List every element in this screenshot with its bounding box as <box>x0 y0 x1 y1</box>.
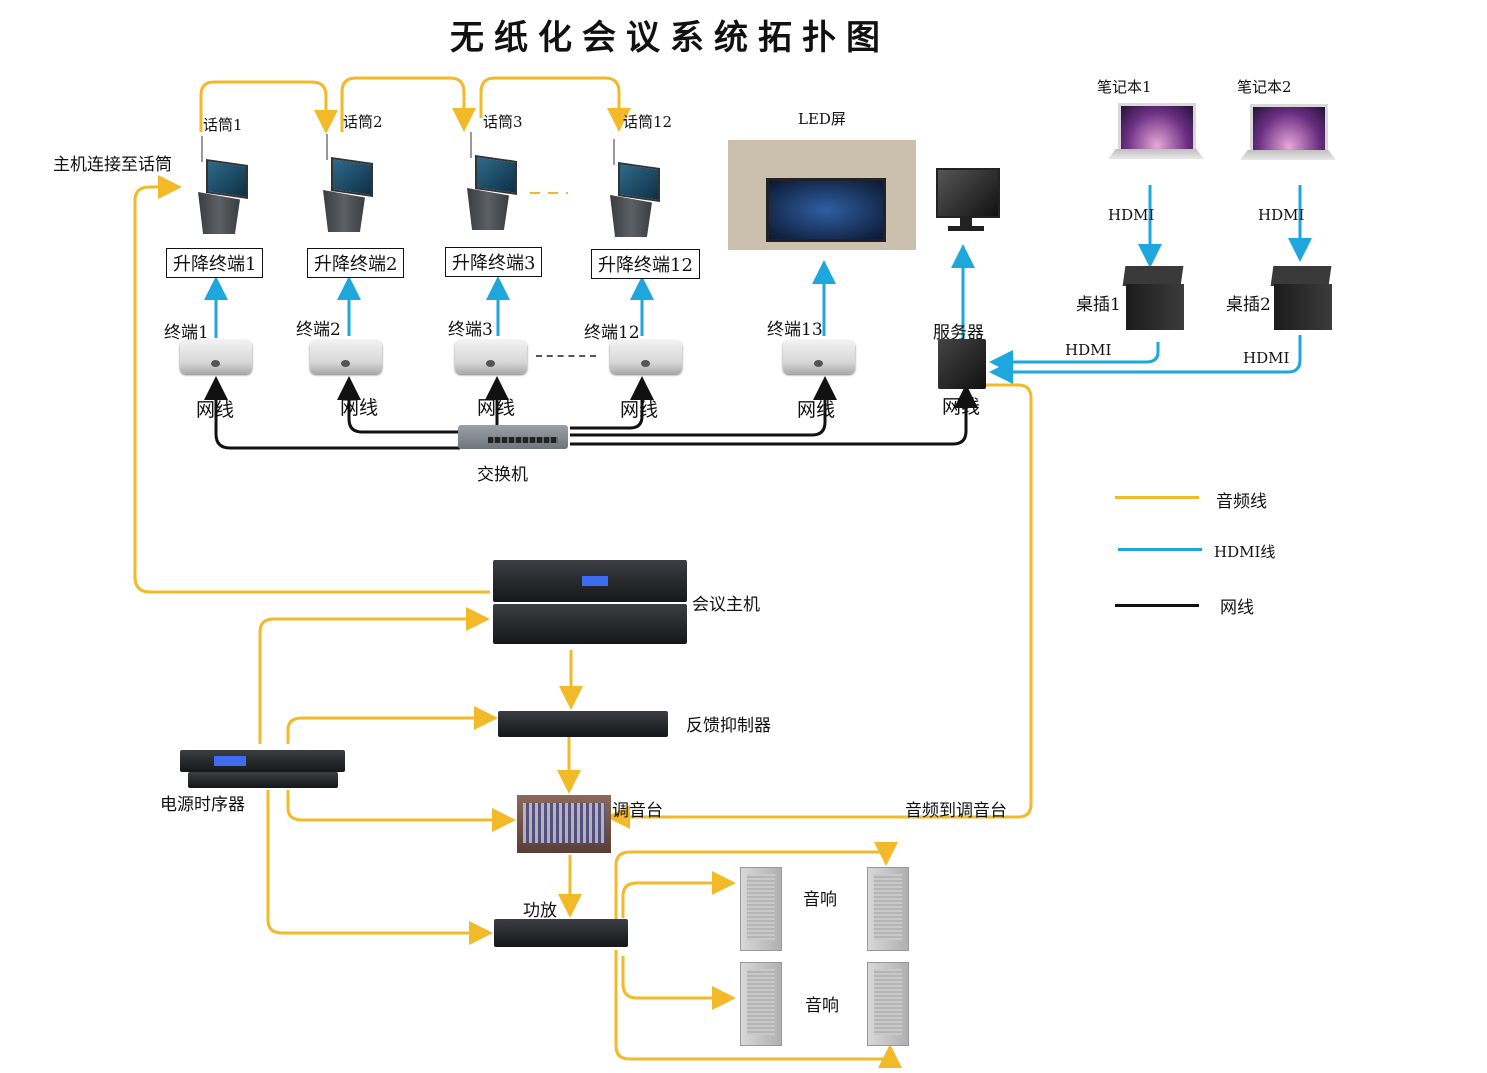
terminal-device-3[interactable] <box>455 340 527 374</box>
net-wire-t13 <box>570 376 837 437</box>
terminal-label-12: 终端12 <box>584 323 640 343</box>
speaker-top-right[interactable] <box>867 867 909 951</box>
audio-wire-seq-to-suppressor <box>286 706 498 744</box>
lift-terminal-device-12[interactable] <box>608 139 660 237</box>
feedback-suppressor-device[interactable] <box>498 711 668 737</box>
terminal-label-1: 终端1 <box>164 323 209 343</box>
network-switch-device[interactable] <box>458 425 568 449</box>
hdmi-label-laptop1: HDMI <box>1108 206 1155 224</box>
desk-socket-device-2[interactable] <box>1270 266 1334 332</box>
lift-terminal-label-1: 升降终端1 <box>166 248 264 278</box>
audio-wire-seq-to-host <box>258 607 490 744</box>
hdmi-wire-socket1-server <box>989 342 1160 374</box>
audio-wire-mic2-mic3 <box>340 76 476 132</box>
terminal-label-3: 终端3 <box>448 320 493 340</box>
legend-hdmi-label: HDMI线 <box>1214 543 1276 561</box>
led-screen-image <box>728 140 916 250</box>
speaker-bottom-right[interactable] <box>867 962 909 1046</box>
power-sequencer-label: 电源时序器 <box>160 795 245 815</box>
net-label-12: 网线 <box>620 399 659 421</box>
laptop-label-2: 笔记本2 <box>1237 78 1292 96</box>
audio-wire-amp-to-spk-top-near <box>621 871 736 918</box>
conference-host-label: 会议主机 <box>692 595 760 615</box>
terminal-device-2[interactable] <box>310 340 382 374</box>
legend-audio-label: 音频线 <box>1216 492 1267 512</box>
mic-label-1: 话筒1 <box>203 116 243 134</box>
net-wire-server <box>570 384 978 446</box>
legend-network-label: 网线 <box>1220 598 1254 618</box>
lift-terminal-device-1[interactable] <box>196 136 248 234</box>
speaker-bottom-left[interactable] <box>740 962 782 1046</box>
audio-wire-mic1-mic2 <box>199 80 338 134</box>
audio-to-mixer-label: 音频到调音台 <box>905 801 1007 821</box>
hdmi-label-socket2: HDMI <box>1243 349 1290 367</box>
legend-hdmi-line <box>1118 548 1202 551</box>
mixer-device[interactable] <box>517 795 611 853</box>
monitor-icon <box>934 168 1000 238</box>
terminal-device-12[interactable] <box>610 340 682 374</box>
power-sequencer-outlets <box>188 772 338 788</box>
mixer-label: 调音台 <box>612 801 663 821</box>
terminal-device-1[interactable] <box>180 340 252 374</box>
terminal-ellipsis <box>536 355 596 357</box>
server-device[interactable] <box>938 339 986 389</box>
audio-wire-host-to-mics <box>133 175 490 594</box>
conference-host-back <box>493 604 687 644</box>
legend-audio-line <box>1115 496 1199 499</box>
audio-wire-amp-to-spk-bot-far <box>614 950 902 1068</box>
legend-network-line <box>1115 604 1199 607</box>
laptop-label-1: 笔记本1 <box>1097 78 1152 96</box>
audio-wire-seq-to-amp <box>266 790 493 945</box>
terminal-label-13: 终端13 <box>767 320 823 340</box>
switch-label: 交换机 <box>477 465 528 485</box>
led-label: LED屏 <box>798 110 846 128</box>
mic-label-3: 话筒3 <box>483 113 523 131</box>
lift-terminal-label-12: 升降终端12 <box>591 249 700 279</box>
speaker-label-top: 音响 <box>803 890 837 910</box>
conference-host-front[interactable] <box>493 560 687 602</box>
desk-socket-device-1[interactable] <box>1122 266 1186 332</box>
hdmi-label-laptop2: HDMI <box>1258 206 1305 224</box>
feedback-suppressor-label: 反馈抑制器 <box>686 716 771 736</box>
hdmi-wire-socket2-server <box>989 335 1302 384</box>
lift-terminal-label-2: 升降终端2 <box>307 248 405 278</box>
audio-wire-server-to-mixer <box>606 383 1033 829</box>
net-label-1: 网线 <box>196 399 235 421</box>
hdmi-label-socket1: HDMI <box>1065 341 1112 359</box>
mic-label-2: 话筒2 <box>343 113 383 131</box>
power-sequencer-device[interactable] <box>180 750 345 772</box>
amplifier-device[interactable] <box>494 919 628 947</box>
diagram-title: 无纸化会议系统拓扑图 <box>450 18 890 58</box>
amplifier-label: 功放 <box>523 901 557 921</box>
socket-label-2: 桌插2 <box>1226 295 1271 315</box>
lift-terminal-device-2[interactable] <box>321 134 373 232</box>
lift-terminal-label-3: 升降终端3 <box>445 247 543 277</box>
audio-wire-amp-to-spk-top-far <box>614 842 898 925</box>
audio-wire-seq-to-mixer <box>286 790 516 832</box>
laptop-device-1[interactable] <box>1108 103 1204 161</box>
server-label: 服务器 <box>933 323 984 343</box>
net-wire-t1 <box>204 376 460 450</box>
net-label-3: 网线 <box>477 397 516 419</box>
net-wire-t12 <box>570 376 654 430</box>
speaker-top-left[interactable] <box>740 867 782 951</box>
net-label-2: 网线 <box>340 397 379 419</box>
socket-label-1: 桌插1 <box>1076 295 1121 315</box>
host-to-mic-label: 主机连接至话筒 <box>53 155 172 175</box>
net-wire-t2 <box>337 376 460 434</box>
net-label-server: 网线 <box>942 396 981 418</box>
terminal-device-13[interactable] <box>783 340 855 374</box>
audio-wire-mic3-mic12 <box>479 76 631 132</box>
laptop-device-2[interactable] <box>1240 104 1336 162</box>
terminal-label-2: 终端2 <box>296 320 341 340</box>
net-label-13: 网线 <box>797 399 836 421</box>
speaker-label-bottom: 音响 <box>805 996 839 1016</box>
lift-terminal-device-3[interactable] <box>465 132 517 230</box>
mic-label-12: 话筒12 <box>623 113 673 131</box>
audio-wire-amp-to-spk-bot-near <box>621 956 736 1010</box>
